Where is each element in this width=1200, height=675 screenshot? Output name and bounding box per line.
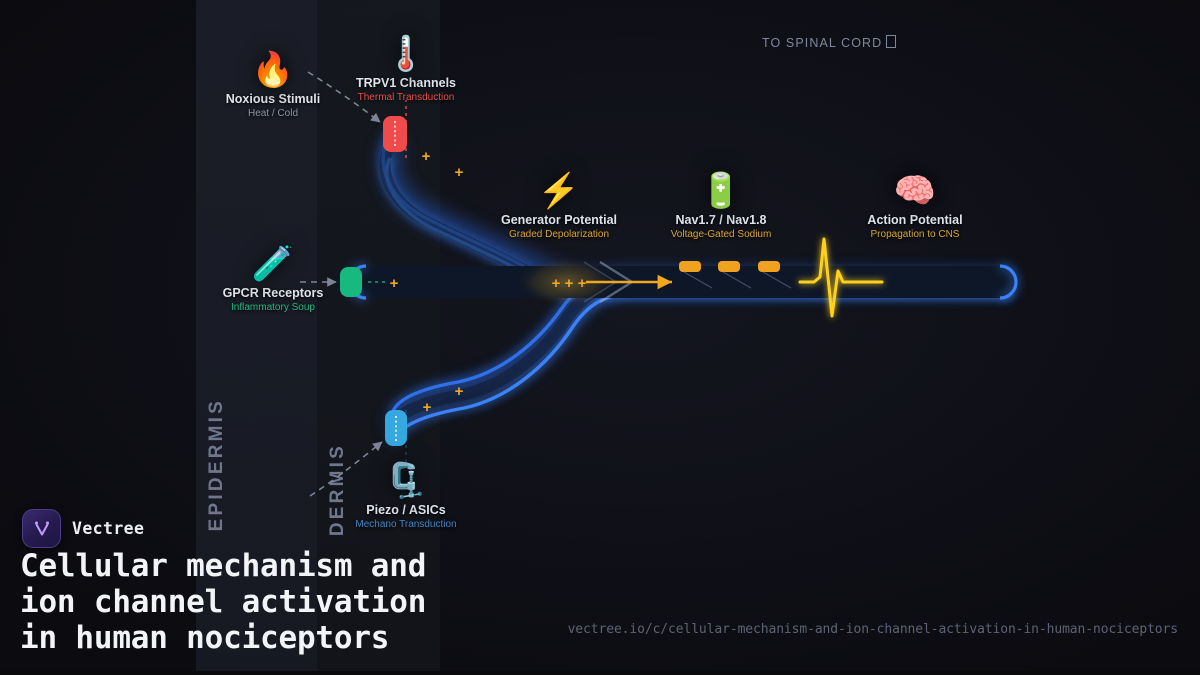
svg-text:+: + [552,275,561,292]
node-subtitle: Heat / Cold [247,108,299,119]
test-tube-icon: 🧪 [251,245,295,283]
node-title: Generator Potential [501,213,617,227]
node-title: Action Potential [867,213,963,227]
node-piezo-asics[interactable]: 🗜️ Piezo / ASICs Mechano Transduction [336,461,476,530]
arrow-right-icon [886,35,897,48]
zone-dermis [317,0,440,675]
svg-text:+: + [455,383,464,400]
ion-markers: + + + + + + + + [390,148,587,416]
clamp-icon: 🗜️ [384,462,428,500]
channel-gate-piezo [385,410,407,446]
node-subtitle: Inflammatory Soup [231,302,315,313]
node-gpcr-receptors[interactable]: 🧪 GPCR Receptors Inflammatory Soup [203,244,343,313]
node-subtitle: Voltage-Gated Sodium [670,229,772,240]
node-title: Noxious Stimuli [225,92,321,106]
channel-gate-trpv1 [383,116,407,152]
node-generator-potential[interactable]: ⚡ Generator Potential Graded Depolarizat… [489,171,629,240]
axon-trunk [336,264,1018,300]
node-trpv1-channels[interactable]: 🌡️ TRPV1 Channels Thermal Transduction [336,34,476,103]
battery-icon: 🔋 [699,172,743,210]
node-subtitle: Propagation to CNS [870,229,960,240]
axon-branch-lower [386,274,1010,444]
nodes-of-ranvier [679,261,792,289]
svg-text:+: + [565,275,574,292]
thermometer-icon: 🌡️ [384,35,428,73]
node-title: TRPV1 Channels [355,76,457,90]
channel-gate-gpcr [340,267,362,297]
action-potential-trace [798,237,884,318]
node-title: Piezo / ASICs [366,503,446,517]
node-title: Nav1.7 / Nav1.8 [675,213,767,227]
spinal-cord-text: TO SPINAL CORD [762,36,883,50]
node-nav-channels[interactable]: 🔋 Nav1.7 / Nav1.8 Voltage-Gated Sodium [651,171,791,240]
bottom-rule [0,671,1200,675]
brand-name: Vectree [72,519,145,538]
page-title: Cellular mechanism and ion channel activ… [20,548,427,656]
zone-epidermis [196,0,317,675]
svg-text:+: + [455,164,464,181]
brain-icon: 🧠 [893,172,937,210]
node-subtitle: Graded Depolarization [508,229,610,240]
svg-text:+: + [423,399,432,416]
fire-icon: 🔥 [251,51,295,89]
node-action-potential[interactable]: 🧠 Action Potential Propagation to CNS [845,171,985,240]
node-subtitle: Thermal Transduction [357,92,455,103]
stimulus-connectors [300,71,407,497]
share-url: vectree.io/c/cellular-mechanism-and-ion-… [567,622,1179,637]
svg-text:+: + [390,275,399,292]
vectree-logo-icon [22,509,61,548]
node-subtitle: Mechano Transduction [355,519,457,530]
brand-lockup[interactable]: Vectree [22,509,144,548]
node-noxious-stimuli[interactable]: 🔥 Noxious Stimuli Heat / Cold [203,50,343,119]
svg-text:+: + [422,148,431,165]
node-title: GPCR Receptors [222,286,324,300]
svg-text:+: + [578,275,587,292]
lightning-bolt-icon: ⚡ [537,172,581,210]
spinal-cord-caption: TO SPINAL CORD [762,35,897,50]
depolarization-hotspot [514,256,618,308]
